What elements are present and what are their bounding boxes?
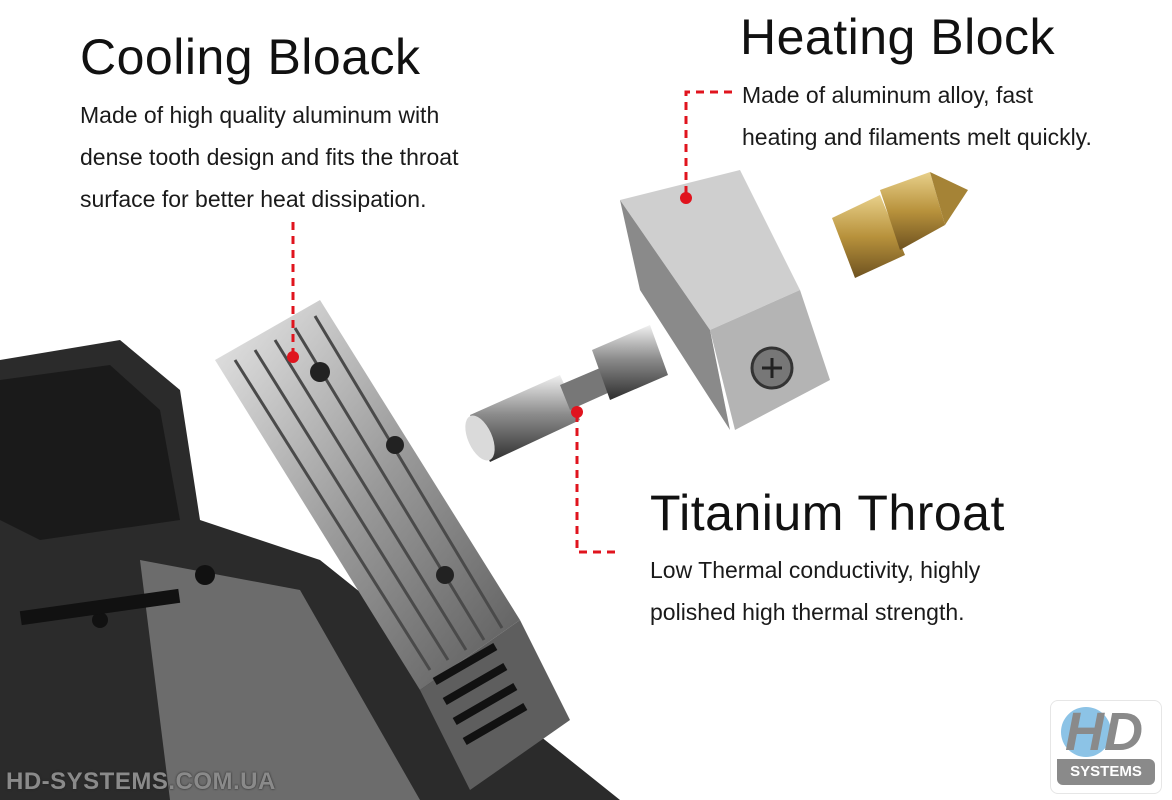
throat-callout-dot bbox=[571, 406, 583, 418]
cooling-block-description: Made of high quality aluminum with dense… bbox=[80, 94, 459, 220]
description-line: heating and filaments melt quickly. bbox=[742, 124, 1092, 150]
cooling-block-title: Cooling Bloack bbox=[80, 29, 421, 85]
logo-letters: HD bbox=[1065, 702, 1143, 762]
cooling-block-image bbox=[215, 300, 570, 790]
description-line: dense tooth design and fits the throat bbox=[80, 144, 459, 170]
heating-callout-line bbox=[684, 90, 732, 194]
description-line: surface for better heat dissipation. bbox=[80, 186, 427, 212]
hd-systems-logo: HD SYSTEMS bbox=[1050, 700, 1162, 794]
description-line: Made of high quality aluminum with bbox=[80, 102, 440, 128]
brass-nozzle-image bbox=[832, 172, 968, 278]
description-line: Made of aluminum alloy, fast bbox=[742, 82, 1034, 108]
heating-block-description: Made of aluminum alloy, fast heating and… bbox=[742, 74, 1092, 158]
throat-callout-line bbox=[575, 414, 620, 554]
heating-block-title: Heating Block bbox=[740, 9, 1055, 65]
logo-subtitle: SYSTEMS bbox=[1057, 759, 1155, 785]
description-line: polished high thermal strength. bbox=[650, 599, 965, 625]
callout-lines bbox=[291, 90, 732, 554]
titanium-throat-image bbox=[465, 325, 668, 462]
heating-block-image bbox=[620, 170, 830, 430]
cooling-callout-dot bbox=[287, 351, 299, 363]
heating-callout-dot bbox=[680, 192, 692, 204]
watermark: HD-SYSTEMS.COM.UA bbox=[6, 768, 276, 795]
titanium-throat-title: Titanium Throat bbox=[650, 485, 1005, 541]
titanium-throat-description: Low Thermal conductivity, highly polishe… bbox=[650, 549, 980, 633]
logo-circle bbox=[1061, 707, 1111, 757]
description-line: Low Thermal conductivity, highly bbox=[650, 557, 981, 583]
